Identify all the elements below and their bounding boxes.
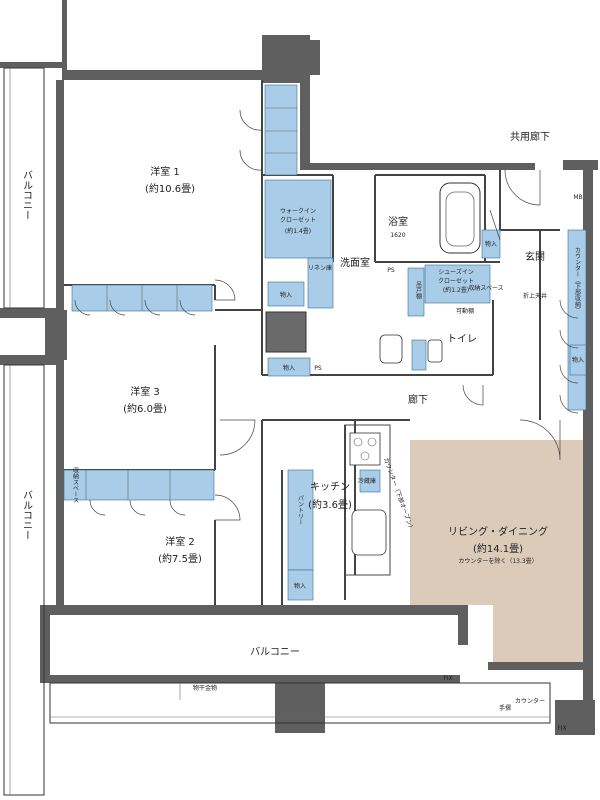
- bath-name: 浴室: [388, 215, 408, 228]
- fold-counter-label: 折上天井: [523, 292, 547, 300]
- handrail-label: 物干金物: [193, 684, 217, 692]
- living-dining-floor: [410, 440, 583, 668]
- bedroom1-name: 洋室 1: [150, 165, 180, 178]
- walkin-name2: クローゼット: [280, 216, 316, 224]
- shoein-name1: シューズイン: [438, 268, 474, 276]
- handrail-small-label: 手摺: [499, 704, 511, 712]
- living-note: カウンターを除く（13.3畳）: [458, 557, 537, 565]
- shoein-name2: クローゼット: [438, 277, 474, 285]
- bedroom3-size: (約6.0畳): [123, 402, 167, 415]
- fridge-label: 冷蔵庫: [358, 477, 376, 485]
- room-labels: 洋室 1 (約10.6畳) 洋室 3 (約6.0畳) 洋室 2 (約7.5畳) …: [21, 130, 551, 658]
- bedroom2-size: (約7.5畳): [158, 552, 202, 565]
- door-swings: [74, 109, 579, 521]
- bath-size: 1620: [390, 232, 405, 239]
- closet-storage-label: 可動棚: [456, 307, 474, 315]
- ps-label-2: PS: [314, 365, 322, 372]
- toilet-name: トイレ: [447, 334, 477, 345]
- pantry-label: パントリー: [297, 495, 304, 525]
- fix-label-1: FIX: [443, 675, 452, 682]
- linen-label: リネン庫: [308, 264, 332, 272]
- balcony-bottom: バルコニー: [250, 646, 300, 658]
- fix-label-2: FIX: [557, 725, 566, 732]
- bedroom-storage-label: 収納スペース: [72, 467, 79, 503]
- storage-label-2: 物入: [283, 364, 295, 372]
- fixtures: [265, 182, 481, 576]
- kitchen-name: キッチン: [310, 481, 350, 493]
- common-corridor: 共用廊下: [510, 130, 550, 143]
- kitchen-shelf-label: 吊戸棚: [415, 281, 422, 300]
- counter-label: カウンター: [515, 697, 545, 705]
- bedroom1-size: (約10.6畳): [145, 182, 195, 195]
- balcony-left-top: バルコニー: [21, 170, 33, 220]
- storage-label-3: 物入: [485, 240, 497, 248]
- storage-blocks: [63, 84, 587, 601]
- storage-label-5: 物入: [572, 356, 584, 364]
- entrance-name: 玄関: [525, 250, 545, 263]
- kitchen-size: (約3.6畳): [308, 498, 352, 511]
- bedroom3-name: 洋室 3: [130, 385, 160, 398]
- shoebox-label: カウンター（下部収納）: [574, 247, 581, 313]
- mb-label: MB: [573, 194, 582, 201]
- balcony-outlines: [3, 67, 551, 796]
- walkin-size: (約1.4畳): [285, 227, 311, 235]
- walkin-name1: ウォークイン: [280, 207, 316, 215]
- bedroom2-name: 洋室 2: [165, 535, 195, 548]
- living-name: リビング・ダイニング: [448, 525, 548, 538]
- balcony-left-bottom: バルコニー: [21, 490, 33, 540]
- structural-walls: [0, 0, 598, 735]
- storage-label-4: 物入: [294, 582, 306, 590]
- shoein-size: (約1.2畳): [443, 286, 469, 294]
- shoe-space-label: 収納スペース: [468, 284, 503, 292]
- living-size: (約14.1畳): [473, 542, 523, 555]
- washroom-name: 洗面室: [340, 256, 370, 269]
- hallway-name: 廊下: [408, 393, 428, 406]
- storage-label-1: 物入: [280, 291, 292, 299]
- ps-label-1: PS: [387, 267, 395, 274]
